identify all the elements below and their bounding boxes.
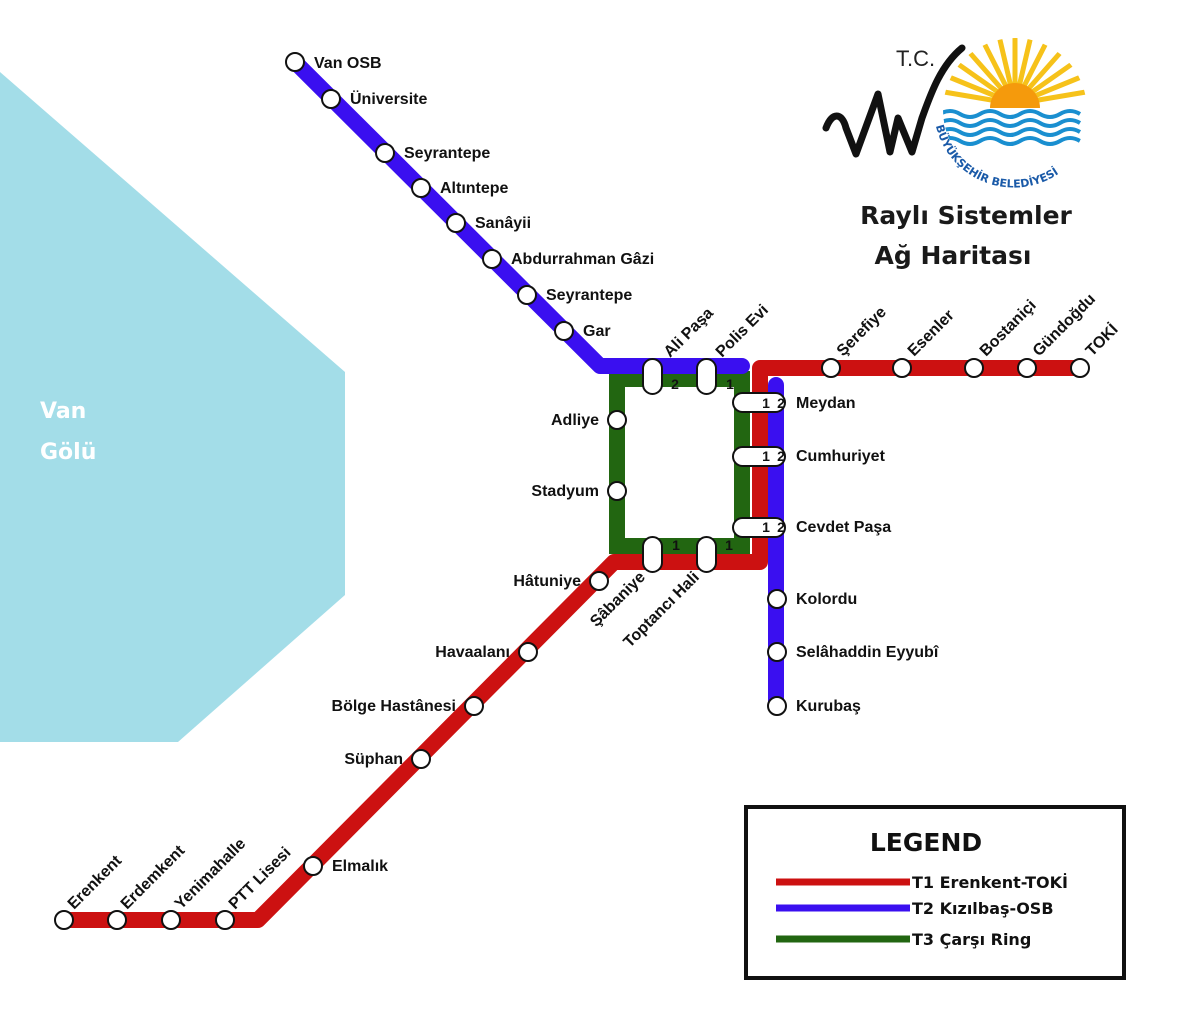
label-adliye: Adliye: [551, 412, 599, 429]
label-stadyum: Stadyum: [531, 483, 599, 500]
transfer-sabaniye[interactable]: [642, 536, 663, 573]
label-erenkent: Erenkent: [65, 852, 126, 913]
station-bostanici[interactable]: [964, 358, 984, 378]
legend-item-t1: T1 Erenkent-TOKİ: [912, 873, 1068, 892]
label-cevdet-pasa: Cevdet Paşa: [796, 519, 891, 536]
label-universite: Üniversite: [350, 89, 427, 108]
label-polis-evi: Polis Evi: [713, 302, 772, 361]
station-universite[interactable]: [321, 89, 341, 109]
transfer-toptanci[interactable]: [696, 536, 717, 573]
lake-label-line2: Gölü: [40, 440, 96, 465]
transfer-ali-pasa[interactable]: [642, 358, 663, 395]
station-ptt-lisesi[interactable]: [215, 910, 235, 930]
station-selahaddin[interactable]: [767, 642, 787, 662]
legend-item-t3: T3 Çarşı Ring: [912, 930, 1031, 949]
station-elmalik[interactable]: [303, 856, 323, 876]
station-hatuniye[interactable]: [589, 571, 609, 591]
svg-text:1: 1: [762, 519, 770, 535]
station-altintepe[interactable]: [411, 178, 431, 198]
station-gundogdu[interactable]: [1017, 358, 1037, 378]
label-sanayii: Sanâyii: [475, 215, 531, 232]
station-serefiye[interactable]: [821, 358, 841, 378]
map-title-line1: Raylı Sistemler: [860, 201, 1072, 230]
station-suphan[interactable]: [411, 749, 431, 769]
lake-label-line1: Van: [40, 399, 86, 424]
transfer-polis-evi[interactable]: [696, 358, 717, 395]
label-bostanici: Bostaniçi: [977, 297, 1040, 360]
transfer-meydan[interactable]: 1 2: [732, 392, 786, 413]
station-adliye[interactable]: [607, 410, 627, 430]
station-seyrantepe-1[interactable]: [375, 143, 395, 163]
label-serefiye: Şerefiye: [834, 304, 890, 360]
transfer-cevdet-pasa[interactable]: 1 2: [732, 517, 786, 538]
station-havaalani[interactable]: [518, 642, 538, 662]
label-seyrantepe-2: Seyrantepe: [546, 287, 632, 304]
transfer-cumhuriyet[interactable]: 1 2: [732, 446, 786, 467]
svg-text:1: 1: [762, 395, 770, 411]
svg-text:1: 1: [762, 448, 770, 464]
station-kurubas[interactable]: [767, 696, 787, 716]
label-meydan: Meydan: [796, 395, 856, 412]
label-bolge-hastanesi: Bölge Hastânesi: [332, 698, 456, 715]
map-title-line2: Ağ Haritası: [875, 241, 1032, 270]
label-havaalani: Havaalanı: [435, 644, 510, 661]
station-kolordu[interactable]: [767, 589, 787, 609]
label-abdurrahman-gazi: Abdurrahman Gâzi: [511, 251, 654, 268]
legend: LEGEND T1 Erenkent-TOKİ T2 Kızılbaş-OSB …: [744, 805, 1126, 980]
station-erenkent[interactable]: [54, 910, 74, 930]
station-esenler[interactable]: [892, 358, 912, 378]
t3-ring-inner: [625, 395, 734, 535]
station-abdurrahman-gazi[interactable]: [482, 249, 502, 269]
transfer-ali-pasa-num: 2: [671, 376, 679, 392]
label-gar: Gar: [583, 323, 611, 340]
logo-tc-text: T.C.: [896, 46, 935, 71]
station-yenimahalle[interactable]: [161, 910, 181, 930]
station-sanayii[interactable]: [446, 213, 466, 233]
svg-text:2: 2: [777, 448, 785, 464]
label-suphan: Süphan: [344, 751, 403, 768]
label-van-osb: Van OSB: [314, 55, 382, 72]
station-erdemkent[interactable]: [107, 910, 127, 930]
station-stadyum[interactable]: [607, 481, 627, 501]
label-esenler: Esenler: [905, 307, 958, 360]
label-ali-pasa: Ali Paşa: [661, 305, 717, 361]
station-seyrantepe-2[interactable]: [517, 285, 537, 305]
label-elmalik: Elmalık: [332, 858, 388, 875]
station-gar[interactable]: [554, 321, 574, 341]
label-selahaddin: Selâhaddin Eyyubî: [796, 644, 940, 661]
t2-line-north: [287, 54, 750, 374]
sun-icon: [990, 83, 1040, 108]
label-kurubas: Kurubaş: [796, 698, 861, 715]
svg-text:2: 2: [777, 395, 785, 411]
logo-van-wordmark: [822, 44, 966, 158]
legend-title: LEGEND: [870, 828, 982, 857]
transfer-polis-evi-num: 1: [726, 376, 734, 392]
label-hatuniye: Hâtuniye: [513, 573, 581, 590]
label-cumhuriyet: Cumhuriyet: [796, 448, 886, 465]
svg-text:2: 2: [777, 519, 785, 535]
transfer-sabaniye-num: 1: [672, 537, 680, 553]
waves-icon: [943, 109, 1082, 146]
station-van-osb[interactable]: [285, 52, 305, 72]
label-altintepe: Altıntepe: [440, 180, 509, 197]
label-toki: TOKİ: [1082, 320, 1122, 360]
label-kolordu: Kolordu: [796, 591, 857, 608]
transfer-toptanci-num: 1: [725, 537, 733, 553]
lake-van: [0, 72, 345, 742]
station-bolge-hastanesi[interactable]: [464, 696, 484, 716]
station-toki[interactable]: [1070, 358, 1090, 378]
label-seyrantepe-1: Seyrantepe: [404, 145, 490, 162]
legend-item-t2: T2 Kızılbaş-OSB: [912, 899, 1054, 918]
van-municipality-logo: T.C. BÜYÜKŞEHİR BELEDİYESİ: [822, 38, 1087, 191]
